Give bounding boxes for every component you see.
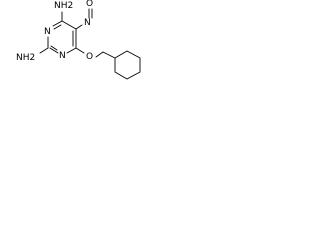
- atom-label-o-nitroso: O: [86, 0, 93, 9]
- bond-c4-c5: [61, 20, 77, 30]
- bond-n1-c2: [49, 47, 59, 54]
- bond-c6-o-ether: [75, 47, 85, 54]
- atom-label-o-ether: O: [86, 52, 93, 62]
- atom-label-nh2-left: NH2: [16, 53, 35, 63]
- bond-n3-c4-inner: [53, 24, 62, 30]
- atom-label-n3: N: [44, 27, 51, 37]
- bond-n1-c2-inner: [50, 45, 58, 51]
- bond-o-ch2: [95, 51, 104, 58]
- bond-c2-nh2: [39, 47, 49, 54]
- bond-n3-c4: [52, 20, 63, 27]
- bond-c6-n1: [66, 47, 77, 54]
- atom-label-n-nitroso: N: [84, 18, 91, 28]
- bond-ch2-cyclohexyl: [102, 51, 116, 59]
- atom-label-nh2-top: NH2: [54, 1, 73, 11]
- atom-label-n1: N: [59, 51, 66, 61]
- chemical-structure: NH2 NH2 N N N O O: [16, 0, 141, 80]
- bond-c5-nitroso: [75, 24, 83, 30]
- cyclohexane-ring: [114, 50, 141, 80]
- pyrimidine-ring: [47, 20, 77, 54]
